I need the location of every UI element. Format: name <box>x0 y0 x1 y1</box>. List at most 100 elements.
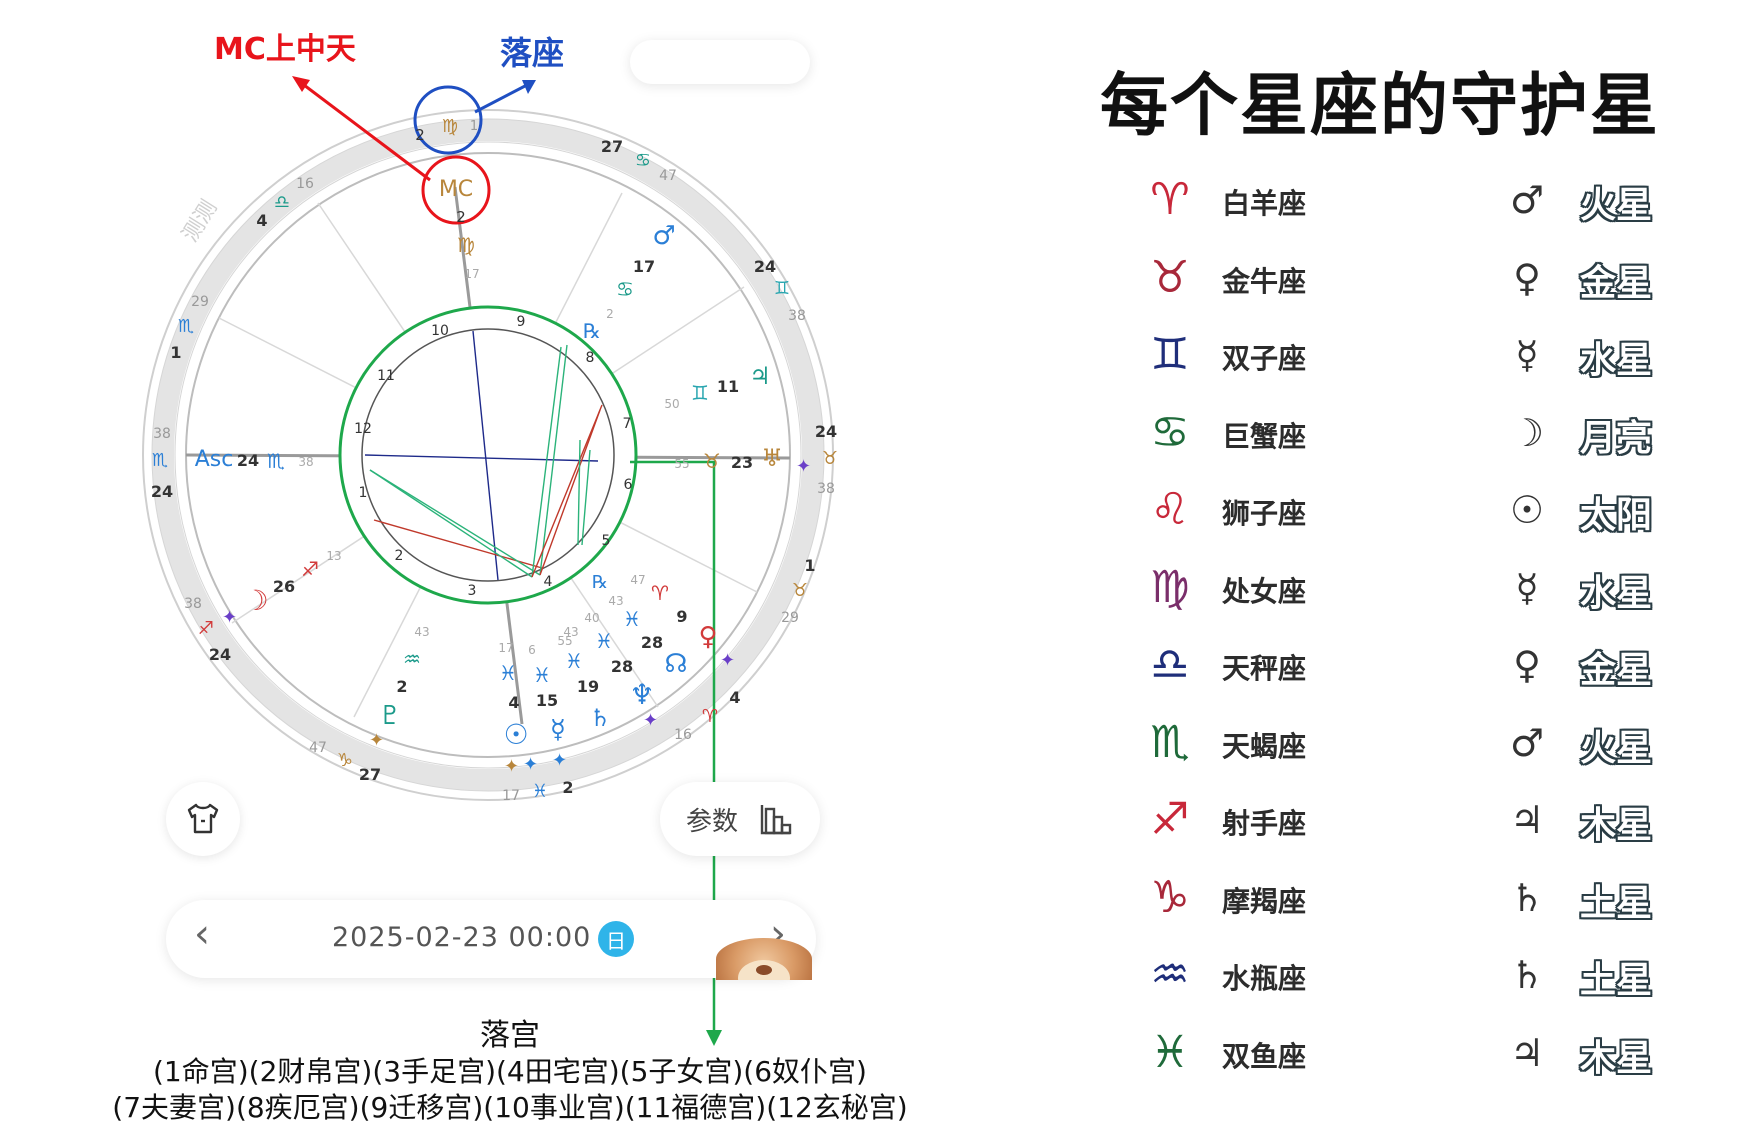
ring-label: 38 <box>184 596 202 612</box>
planet-label: 2 <box>456 208 466 226</box>
ruler-row: ♑摩羯座♄土星 <box>1140 868 1700 928</box>
planet-label: ♓ <box>533 663 551 687</box>
planet-name: 水星 <box>1580 340 1653 381</box>
svg-text:✦: ✦ <box>222 607 237 628</box>
ring-label: ♓ <box>532 781 548 802</box>
ring-label: 38 <box>817 481 835 497</box>
zodiac-sign-name: 巨蟹座 <box>1222 419 1307 453</box>
house-number: 6 <box>624 477 633 493</box>
planet-label: 40 <box>584 611 599 625</box>
natal-chart: ✦ ✦ ✦ ✦ ✦ ✦ ✦ ✦ 27♋4724♊3824♉381♉294♈162… <box>142 76 838 1046</box>
chart-datetime[interactable]: 2025-02-23 00:00 <box>332 922 592 953</box>
ring-label: 1 <box>170 343 181 362</box>
svg-text:✦: ✦ <box>552 750 567 771</box>
planet-label: ♀ <box>698 622 717 652</box>
planet-label: 55 <box>674 457 689 471</box>
ruler-row: ♋巨蟹座☽月亮 <box>1140 403 1700 463</box>
planet-name: 太阳 <box>1580 495 1653 536</box>
ruler-row: ♉金牛座♀金星 <box>1140 248 1700 308</box>
planet-label: 55 <box>557 634 572 648</box>
planet-label: ♉ <box>703 449 721 473</box>
ring-label: 2 <box>415 126 425 144</box>
ring-label: ♍ <box>442 116 458 137</box>
ring-label: ♋ <box>635 150 651 171</box>
house-number: 10 <box>431 323 449 339</box>
ring-label: 38 <box>153 426 171 442</box>
planet-label: 15 <box>536 691 558 710</box>
houses-line-1: (1命宫)(2财帛宫)(3手足宫)(4田宅宫)(5子女宫)(6奴仆宫) <box>153 1055 867 1088</box>
zodiac-sign-icon: ♎ <box>1150 639 1190 690</box>
planet-name: 水星 <box>1580 572 1653 614</box>
houses-title: 落宫 <box>480 1018 540 1053</box>
planet-name: 月亮 <box>1580 417 1653 459</box>
planet-label: ℞ <box>592 572 608 593</box>
zodiac-sign-icon: ♒ <box>1150 949 1190 1000</box>
planet-icon: ♀ <box>1513 643 1541 687</box>
ring-label: ♈ <box>702 706 718 727</box>
planet-label: 23 <box>731 453 753 472</box>
sign-rulers-panel: 每个星座的守护星 ♈白羊座♂火星♉金牛座♀金星♊双子座☿水星♋巨蟹座☽月亮♌狮子… <box>1080 0 1764 1142</box>
ring-label: 27 <box>601 137 623 156</box>
planet-label: 6 <box>528 643 536 657</box>
ruler-row: ♊ 双子座 ☿ 水星 <box>1140 325 1700 385</box>
planet-label: 43 <box>563 625 578 639</box>
planet-label: 4 <box>508 693 519 712</box>
planet-label: 47 <box>630 573 645 587</box>
ring-label: ♎ <box>274 192 290 213</box>
planet-label: 26 <box>273 577 295 596</box>
ring-label: 4 <box>256 211 267 230</box>
zodiac-sign-name: 射手座 <box>1222 807 1307 840</box>
planet-icon: ☉ <box>1509 488 1545 532</box>
planet-icon: ♄ <box>1509 875 1545 920</box>
planet-label: ☊ <box>664 649 687 679</box>
params-button[interactable]: 参数 <box>660 782 820 856</box>
zodiac-sign-name: 双子座 <box>1222 342 1307 375</box>
planet-icon: ☽ <box>1509 410 1545 455</box>
prev-day-button[interactable]: ‹ <box>194 911 210 957</box>
planet-name: 金星 <box>1580 650 1653 691</box>
ruler-row: ♎天秤座♀金星 <box>1140 635 1700 695</box>
planet-label: 2 <box>606 307 614 321</box>
svg-text:✦: ✦ <box>523 754 538 775</box>
planet-name: 木星 <box>1580 1037 1653 1079</box>
zodiac-sign-name: 天蝎座 <box>1222 729 1307 763</box>
ruler-row: ♈白羊座♂火星 <box>1140 170 1700 230</box>
top-pill[interactable] <box>630 40 810 84</box>
planet-label: 17 <box>633 257 655 276</box>
chart-static: ✦ ✦ ✦ ✦ ✦ ✦ ✦ ✦ <box>142 76 834 1046</box>
planet-icon: ♀ <box>1513 255 1541 300</box>
house-number: 12 <box>354 421 372 437</box>
planet-label: ☉ <box>503 718 528 751</box>
zodiac-sign-name: 金牛座 <box>1222 264 1307 298</box>
mc-annotation: MC上中天 <box>214 32 356 67</box>
zodiac-sign-icon: ♉ <box>1150 251 1190 303</box>
zodiac-sign-name: 双鱼座 <box>1222 1039 1307 1073</box>
ring-label: 47 <box>309 740 327 756</box>
ring-label: 47 <box>659 168 677 184</box>
planet-label: ♐ <box>301 557 319 581</box>
ring-label: ♉ <box>792 580 808 601</box>
planet-icon: ♄ <box>1509 953 1545 997</box>
svg-text:✦: ✦ <box>504 756 519 777</box>
planet-label: ♈ <box>651 581 669 605</box>
zodiac-sign-icon: ♌ <box>1150 484 1190 535</box>
planet-label: 2 <box>396 677 407 696</box>
day-badge[interactable]: 日 <box>598 921 634 957</box>
planet-name: 火星 <box>1580 185 1653 226</box>
planet-label: 13 <box>326 549 341 563</box>
svg-text:✦: ✦ <box>643 710 658 731</box>
planet-icon: ☿ <box>1515 333 1539 377</box>
zodiac-sign-icon: ♊ <box>1150 329 1190 380</box>
avatar[interactable] <box>716 938 812 980</box>
zodiac-sign-name: 狮子座 <box>1222 497 1307 530</box>
planet-label: Asc <box>195 447 234 472</box>
theme-button[interactable] <box>166 782 240 856</box>
svg-text:✦: ✦ <box>720 650 735 671</box>
zodiac-sign-icon: ♍ <box>1150 561 1190 613</box>
ring-label: ♏ <box>178 316 194 337</box>
ring-label: 24 <box>754 257 776 276</box>
planet-label: 11 <box>717 377 739 396</box>
ruler-row: ♒水瓶座♄土星 <box>1140 945 1700 1005</box>
planet-label: ♋ <box>616 277 634 301</box>
